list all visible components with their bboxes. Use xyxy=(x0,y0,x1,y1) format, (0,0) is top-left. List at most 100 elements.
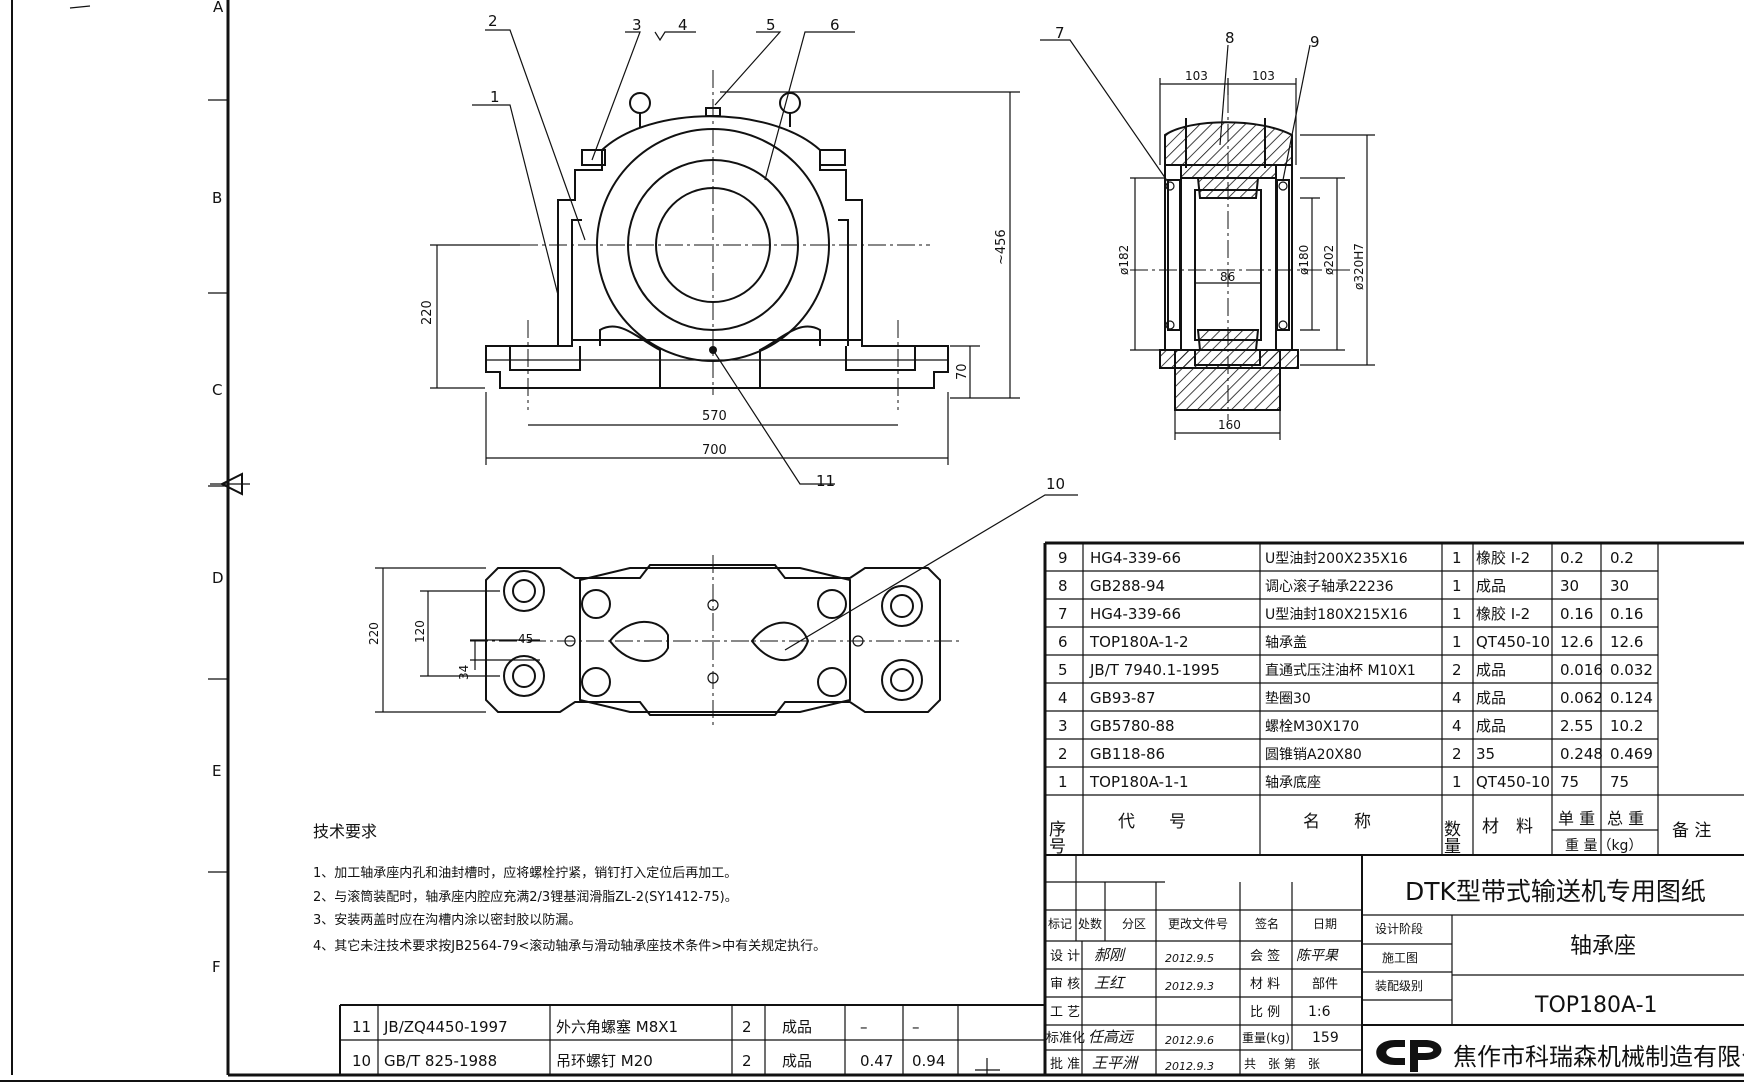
part-code: HG4-339-66 xyxy=(1090,549,1181,567)
dim-220-front: 220 xyxy=(420,300,435,325)
rev-header-zone: 分区 xyxy=(1122,917,1146,931)
weight-value: 159 xyxy=(1312,1030,1339,1046)
dim-120: 120 xyxy=(413,620,427,643)
part-qty: 4 xyxy=(1452,717,1462,735)
top-view xyxy=(470,555,960,725)
countersign-label: 会 签 xyxy=(1250,948,1280,964)
part-material: 成品 xyxy=(1476,717,1506,735)
part-unit: 75 xyxy=(1560,773,1579,791)
header-seq: 序号 xyxy=(1045,820,1066,855)
lower-part-name: 吊环螺钉 M20 xyxy=(556,1052,653,1070)
zone-f: F xyxy=(212,958,221,976)
part-name: 圆锥销A20X80 xyxy=(1265,747,1362,763)
drawing-name: 轴承座 xyxy=(1570,934,1636,959)
date-check: 2012.9.3 xyxy=(1165,980,1214,993)
sheets-label: 共 张 第 张 xyxy=(1244,1057,1320,1071)
weight-label: 重量(kg) xyxy=(1242,1031,1290,1045)
date-standard: 2012.9.6 xyxy=(1165,1034,1214,1047)
design-stage-label: 设计阶段 xyxy=(1375,921,1423,936)
part-code: TOP180A-1-1 xyxy=(1089,773,1189,791)
part-total: 75 xyxy=(1610,773,1629,791)
header-code: 代 号 xyxy=(1118,812,1186,832)
side-view-dimensions: 103 103 ø182 ø180 ø202 ø320H7 86 160 xyxy=(1117,69,1375,440)
lower-part-unit: 0.47 xyxy=(860,1052,893,1070)
zone-d: D xyxy=(212,569,224,587)
balloon-3: 3 xyxy=(632,16,642,34)
part-seq: 5 xyxy=(1058,661,1068,679)
header-material: 材 料 xyxy=(1482,817,1533,837)
lower-part-qty: 2 xyxy=(742,1052,752,1070)
design-stage-value: 施工图 xyxy=(1382,951,1418,965)
part-unit: 0.062 xyxy=(1560,689,1603,707)
part-name: U型油封180X215X16 xyxy=(1265,607,1408,623)
rev-header-date: 日期 xyxy=(1313,917,1337,931)
rev-header-count: 处数 xyxy=(1078,916,1102,931)
dim-d202: ø202 xyxy=(1322,245,1336,275)
dim-70: 70 xyxy=(955,363,970,380)
countersign-name: 陈平果 xyxy=(1296,948,1339,964)
tech-title: 技术要求 xyxy=(313,822,377,841)
tech-item-2: 2、与滚筒装配时，轴承座内腔应充满2/3锂基润滑脂ZL-2(SY1412-75)… xyxy=(313,889,738,905)
part-qty: 1 xyxy=(1452,549,1462,567)
dim-34: 34 xyxy=(457,665,471,680)
rev-header-sign: 签名 xyxy=(1255,916,1279,931)
header-unit-weight: 单 重 xyxy=(1558,809,1595,828)
part-name: 垫圈30 xyxy=(1265,691,1311,707)
part-type: 部件 xyxy=(1312,977,1338,992)
project-title: DTK型带式输送机专用图纸 xyxy=(1405,877,1706,906)
header-remark: 备 注 xyxy=(1672,821,1711,841)
zone-labels: A B C D E F xyxy=(212,0,224,976)
material-label: 材 料 xyxy=(1250,977,1280,992)
part-name: 调心滚子轴承22236 xyxy=(1265,578,1394,595)
part-seq: 7 xyxy=(1058,605,1068,623)
part-unit: 0.248 xyxy=(1560,745,1603,763)
balloon-10: 10 xyxy=(1046,475,1065,493)
dim-d180: ø180 xyxy=(1297,245,1311,275)
balloon-8: 8 xyxy=(1225,29,1235,47)
part-seq: 6 xyxy=(1058,633,1068,651)
part-material: 35 xyxy=(1476,745,1495,763)
leader-lines xyxy=(472,29,1311,651)
part-qty: 1 xyxy=(1452,605,1462,623)
balloon-5: 5 xyxy=(766,16,776,34)
part-material: 成品 xyxy=(1476,577,1506,595)
date-approve: 2012.9.3 xyxy=(1165,1060,1214,1073)
part-qty: 1 xyxy=(1452,773,1462,791)
part-qty: 1 xyxy=(1452,577,1462,595)
part-code: GB118-86 xyxy=(1090,745,1165,763)
part-name: 轴承盖 xyxy=(1265,635,1307,651)
header-weight-unit: 重 量（kg） xyxy=(1565,838,1642,854)
dim-160: 160 xyxy=(1218,418,1241,432)
dim-456: ~456 xyxy=(994,229,1009,265)
balloon-7: 7 xyxy=(1055,24,1065,42)
company-name: 焦作市科瑞森机械制造有限公司 xyxy=(1453,1043,1744,1071)
part-code: GB93-87 xyxy=(1090,689,1156,707)
row-approve: 批 准 xyxy=(1050,1057,1080,1072)
lower-part-total: – xyxy=(912,1018,920,1036)
part-total: 0.124 xyxy=(1610,689,1653,707)
drawing-number: TOP180A-1 xyxy=(1534,993,1658,1018)
row-standard: 标准化 xyxy=(1046,1031,1085,1046)
dim-d182: ø182 xyxy=(1117,245,1131,275)
zone-b: B xyxy=(212,189,222,207)
lower-part-total: 0.94 xyxy=(912,1052,945,1070)
row-check: 审 核 xyxy=(1050,977,1080,992)
title-block: DTK型带式输送机专用图纸 轴承座 TOP180A-1 标记 处数 分区 更改文… xyxy=(1045,854,1744,1075)
header-qty: 数量 xyxy=(1440,820,1461,854)
rev-header-doc: 更改文件号 xyxy=(1168,916,1228,931)
balloon-9: 9 xyxy=(1310,33,1320,51)
assembly-level-label: 装配级别 xyxy=(1375,979,1423,993)
part-qty: 4 xyxy=(1452,689,1462,707)
company-logo xyxy=(1376,1040,1442,1072)
part-seq: 1 xyxy=(1058,773,1068,791)
part-code: GB288-94 xyxy=(1090,577,1165,595)
signature-design: 郝刚 xyxy=(1094,946,1126,964)
part-material: 成品 xyxy=(1476,689,1506,707)
part-seq: 2 xyxy=(1058,745,1068,763)
part-material: QT450-10 xyxy=(1476,773,1550,791)
part-name: 直通式压注油杯 M10X1 xyxy=(1265,662,1416,679)
